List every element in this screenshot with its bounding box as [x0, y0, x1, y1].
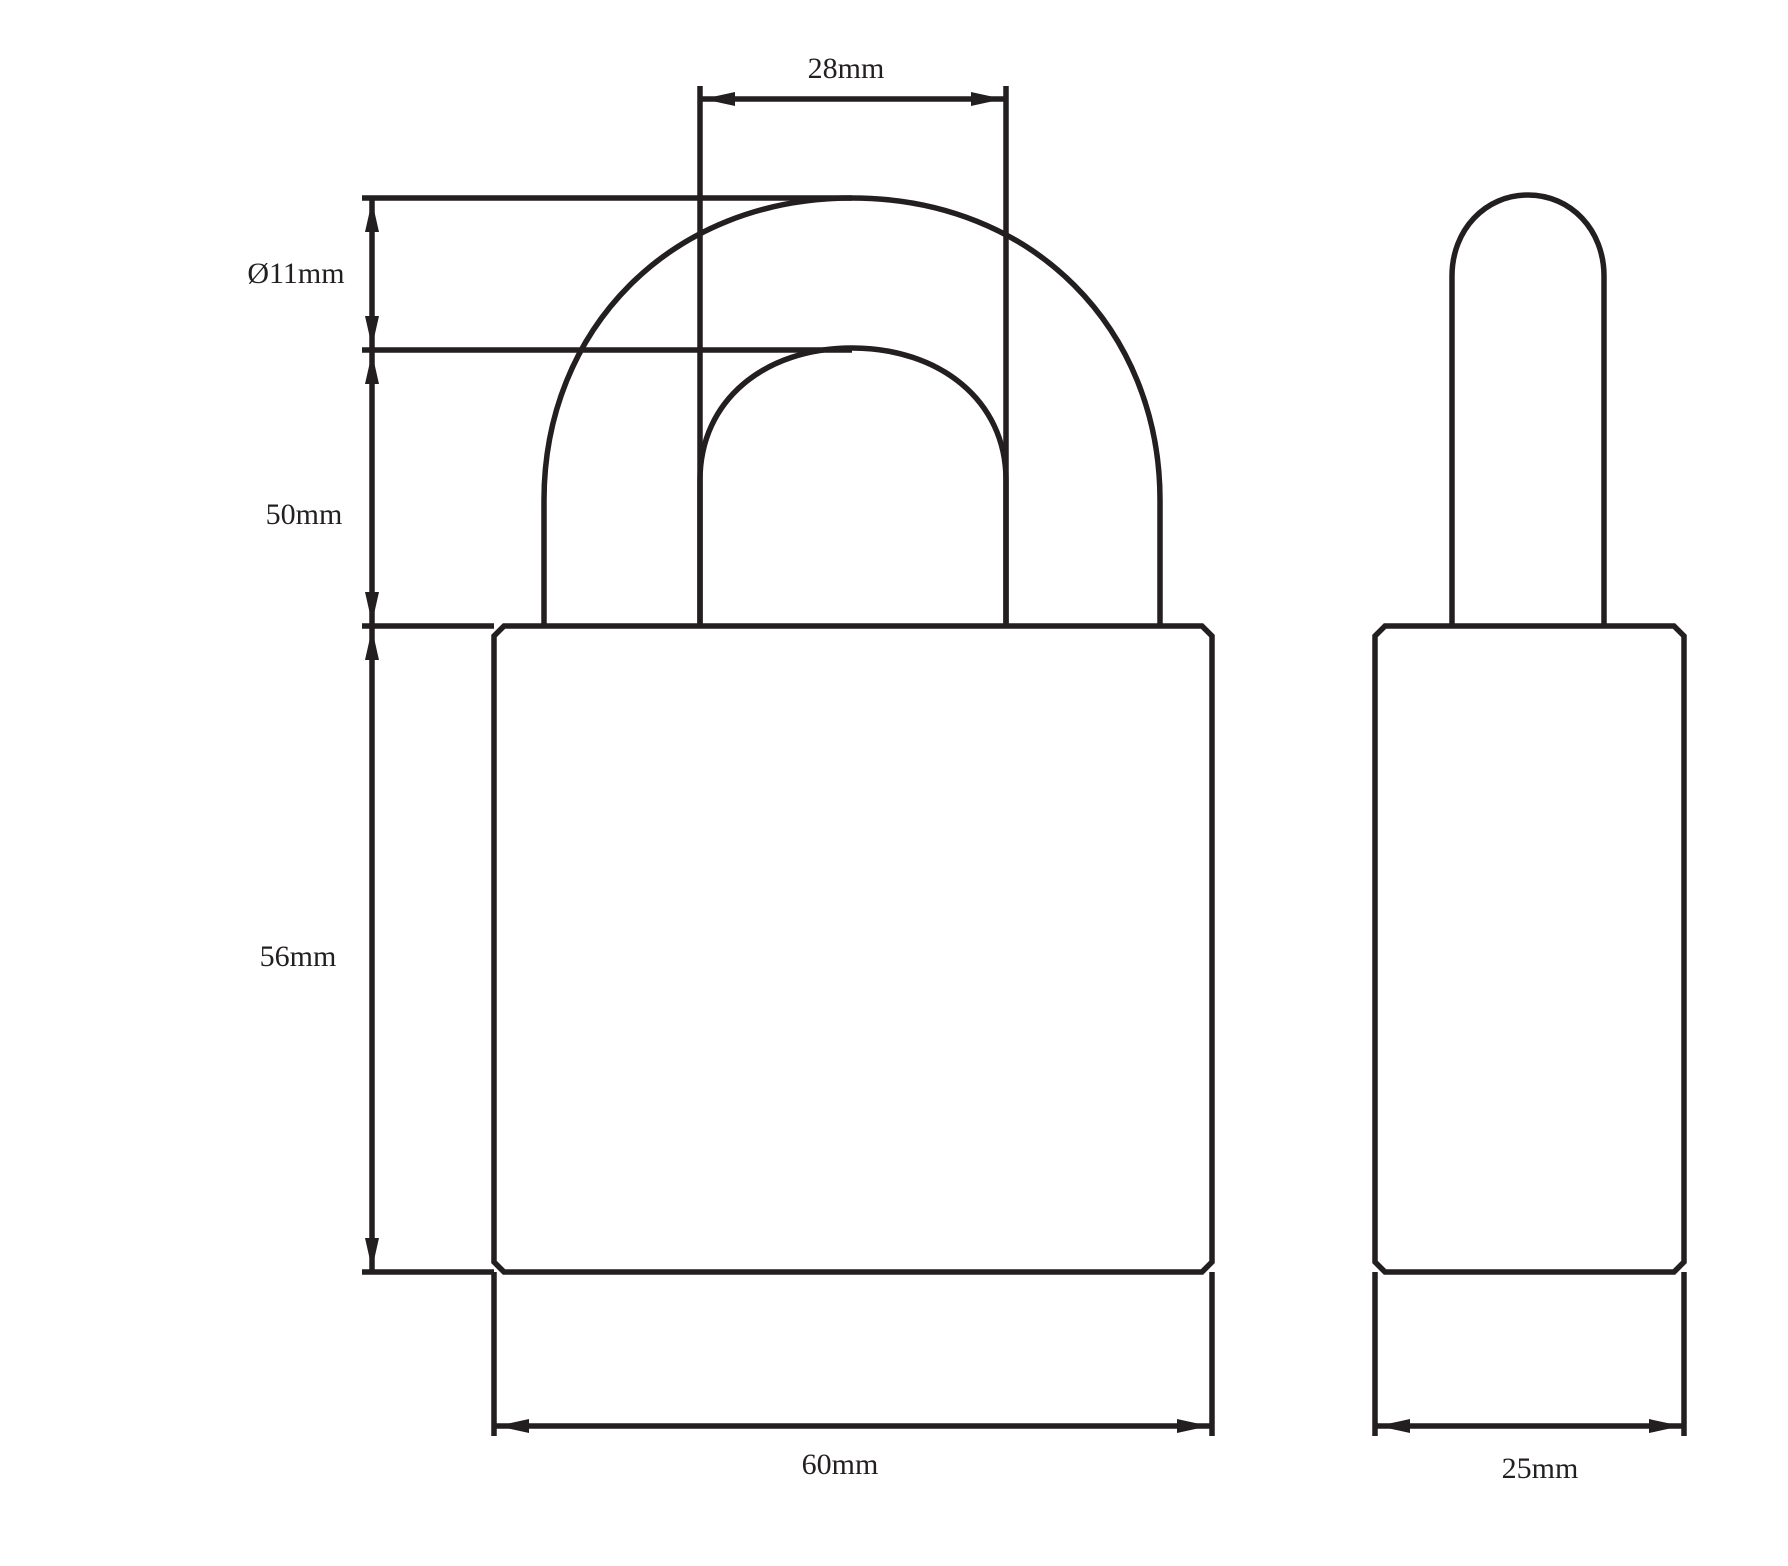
arrowhead-top: [365, 353, 379, 384]
arrowhead-bottom: [365, 592, 379, 623]
side-view: [1372, 192, 1687, 1275]
dimension-label-25mm: 25mm: [1502, 1452, 1579, 1485]
dimension-label-56mm: 56mm: [260, 940, 337, 973]
arrowhead-top: [365, 201, 379, 232]
dimension-body-width: 60mm: [491, 1272, 1215, 1481]
arrowhead-left: [1378, 1419, 1410, 1433]
arrowhead-right: [971, 92, 1003, 106]
shackle-side-outline: [1449, 192, 1607, 626]
front-view: [491, 195, 1215, 1275]
dimension-shackle-inner-width: 28mm: [697, 52, 1009, 626]
dimension-label-60mm: 60mm: [802, 1448, 879, 1481]
arrowhead-left: [703, 92, 735, 106]
arrowhead-right: [1649, 1419, 1681, 1433]
arrowhead-bottom: [365, 316, 379, 347]
arrowhead-left: [497, 1419, 529, 1433]
arrowhead-right: [1177, 1419, 1209, 1433]
dimension-body-thickness: 25mm: [1372, 1272, 1687, 1485]
dimension-label-28mm: 28mm: [808, 52, 885, 85]
dimension-label-50mm: 50mm: [266, 498, 343, 531]
shackle-outer-outline: [541, 195, 1163, 626]
arrowhead-bottom: [365, 1238, 379, 1269]
arrowhead-top: [365, 629, 379, 660]
dimension-shackle-diameter: Ø11mm: [247, 195, 852, 353]
dimension-shackle-clearance: 50mm: [266, 350, 379, 626]
dimension-body-height: 56mm: [260, 623, 494, 1275]
dimension-label-diameter: Ø11mm: [247, 257, 344, 290]
lock-body-front: [491, 623, 1215, 1275]
shackle-inner-outline: [697, 345, 1009, 626]
lock-body-side: [1372, 623, 1687, 1275]
